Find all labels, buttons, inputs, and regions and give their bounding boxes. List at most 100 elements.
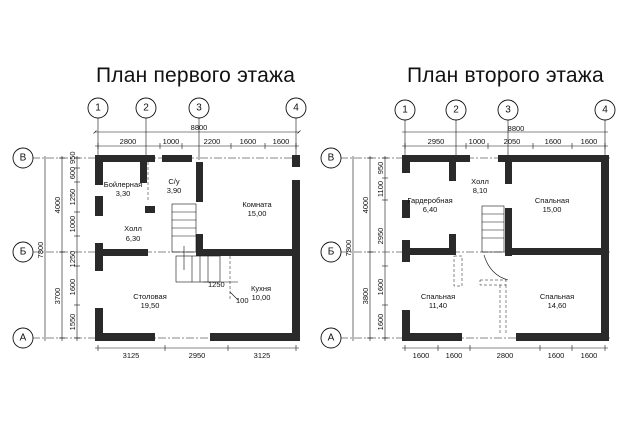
dim: 1550 (68, 314, 77, 331)
plan-1-hidden-lines (147, 162, 231, 300)
dim-total: 7800 (344, 240, 353, 257)
dim: 1250 (68, 251, 77, 268)
axis-num: 1 (402, 105, 408, 116)
axis-num: 4 (293, 103, 299, 114)
dim: 1000 (68, 216, 77, 233)
axis-let: Б (328, 247, 335, 258)
axis-bubble (320, 241, 342, 263)
axis-bubble (445, 99, 467, 121)
dim: 3800 (361, 288, 370, 305)
dim: 950 (68, 151, 77, 164)
dim: 1250 (208, 280, 225, 289)
plan-2-bottom-dims (402, 345, 608, 351)
plan-2: 1 2 3 4 В Б А 8800 2950 1000 2050 1600 (320, 99, 616, 360)
axis-bubble (12, 327, 34, 349)
dim-total: 8800 (191, 123, 208, 132)
dim: 1600 (545, 137, 562, 146)
axis-bubble (285, 97, 307, 119)
dim: 1600 (548, 351, 565, 360)
room-area: 19,50 (141, 301, 160, 310)
room-name: Гардеробная (407, 196, 452, 205)
axis-bubble (497, 99, 519, 121)
plan-1-bottom-dims (95, 345, 299, 351)
axis-let: В (328, 153, 335, 164)
dim-total: 8800 (508, 124, 525, 133)
dim: 1100 (376, 181, 385, 197)
dim: 1600 (68, 279, 77, 296)
plan-1-walls (95, 155, 300, 341)
dim: 2950 (376, 228, 385, 245)
dim: 3125 (254, 351, 271, 360)
dim: 1600 (240, 137, 257, 146)
plan-2-axis-numbers: 1 2 3 4 (394, 99, 616, 160)
dim: 2050 (504, 137, 521, 146)
dim: 1600 (446, 351, 463, 360)
axis-bubble (12, 147, 34, 169)
axis-let: А (328, 333, 335, 344)
dim: 2800 (497, 351, 514, 360)
plan-1-axis-letters: В Б А (12, 147, 300, 349)
dim: 1250 (68, 189, 77, 206)
dim: 950 (376, 162, 385, 175)
dim: 600 (68, 167, 77, 180)
plan-1-left-dims (44, 156, 80, 341)
axis-num: 2 (143, 103, 149, 114)
dim: 100 (236, 296, 249, 305)
room-area: 6,30 (126, 234, 141, 243)
room-name: Спальная (421, 292, 455, 301)
axis-bubble (394, 99, 416, 121)
dim: 2800 (120, 137, 137, 146)
room-name: Холл (471, 177, 489, 186)
plan-1-top-dims (93, 130, 301, 149)
plan-1-stairs (171, 203, 221, 283)
dim: 3125 (123, 351, 140, 360)
room-area: 10,00 (252, 293, 271, 302)
dim: 1600 (581, 351, 598, 360)
dim: 4000 (53, 197, 62, 214)
axis-let: Б (20, 247, 27, 258)
room-area: 3,30 (116, 189, 131, 198)
dim-total: 7800 (36, 242, 45, 259)
axis-bubble (87, 97, 109, 119)
room-area: 8,10 (473, 186, 488, 195)
dim: 2950 (428, 137, 445, 146)
axis-bubble (594, 99, 616, 121)
plan-2-walls (402, 155, 609, 341)
plan-1-axis-numbers: 1 2 3 4 (87, 97, 307, 160)
room-name: Спальная (535, 196, 569, 205)
plan-2-top-dims (402, 131, 608, 149)
room-name: Столовая (133, 292, 167, 301)
room-name: Спальная (540, 292, 574, 301)
dim: 3700 (53, 288, 62, 305)
axis-num: 1 (95, 103, 101, 114)
dim: 1000 (469, 137, 486, 146)
room-name: Комната (242, 200, 272, 209)
dim: 1000 (163, 137, 180, 146)
room-area: 15,00 (543, 205, 562, 214)
room-name: Холл (124, 224, 142, 233)
axis-bubble (188, 97, 210, 119)
plan-2-left-dims (352, 156, 388, 341)
axis-num: 4 (602, 105, 608, 116)
room-name: Бойлерная (104, 180, 142, 189)
plan-2-stairs (481, 205, 509, 281)
dim: 1600 (376, 314, 385, 331)
axis-bubble (135, 97, 157, 119)
room-area: 3,90 (167, 186, 182, 195)
axis-num: 2 (453, 105, 459, 116)
plan-2-title: План второго этажа (407, 64, 604, 87)
axis-num: 3 (505, 105, 511, 116)
dim: 1600 (581, 137, 598, 146)
room-area: 15,00 (248, 209, 267, 218)
dim: 1600 (413, 351, 430, 360)
plan-1-title: План первого этажа (96, 64, 296, 87)
room-name: Кухня (251, 284, 271, 293)
dim: 4000 (361, 197, 370, 214)
dim: 2950 (189, 351, 206, 360)
dim: 1600 (376, 279, 385, 296)
axis-num: 3 (196, 103, 202, 114)
plan-2-hidden-lines (453, 255, 507, 335)
axis-bubble (320, 327, 342, 349)
room-area: 6,40 (423, 205, 438, 214)
